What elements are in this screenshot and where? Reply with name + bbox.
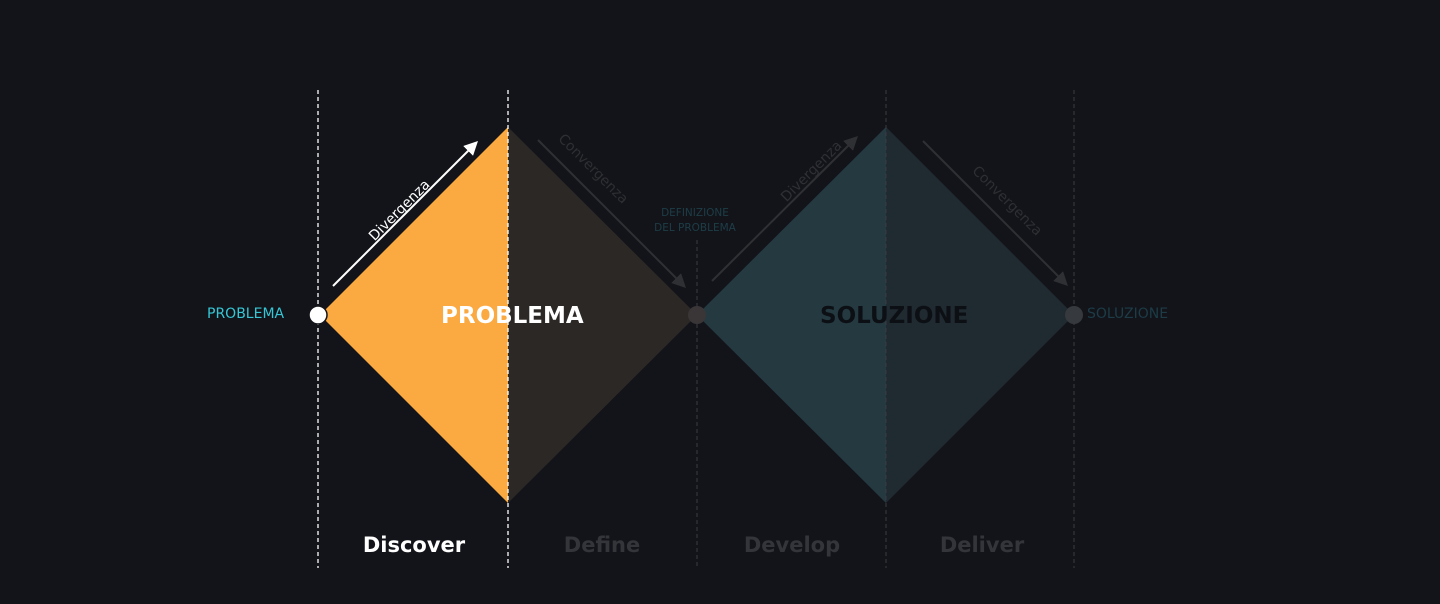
phase-deliver[interactable]: Deliver [939,533,1025,557]
problem-definition-line-1: DEFINIZIONE [661,207,729,219]
end-label: SOLUZIONE [1087,306,1169,322]
start-node [308,305,328,325]
problem-definition-label: DEFINIZIONE DEL PROBLEMA [640,206,750,236]
phase-discover[interactable]: Discover [362,533,466,557]
phase-define[interactable]: Define [563,533,641,557]
develop-half [697,127,886,503]
define-half [508,127,697,503]
end-node [1065,306,1083,324]
problem-definition-line-2: DEL PROBLEMA [654,222,736,234]
arrow-divergenza-2 [711,136,858,282]
start-label: PROBLEMA [207,306,285,322]
problem-diamond-title: PROBLEMA [441,303,584,329]
arrow-convergenza-1 [537,139,686,288]
phase-develop[interactable]: Develop [743,533,841,557]
arrow-convergenza-2 [922,140,1068,286]
discover-half [320,127,508,503]
arrow-divergenza-1 [332,141,478,287]
mid-node [688,306,706,324]
solution-diamond-title: SOLUZIONE [820,303,969,329]
deliver-half [886,127,1074,503]
